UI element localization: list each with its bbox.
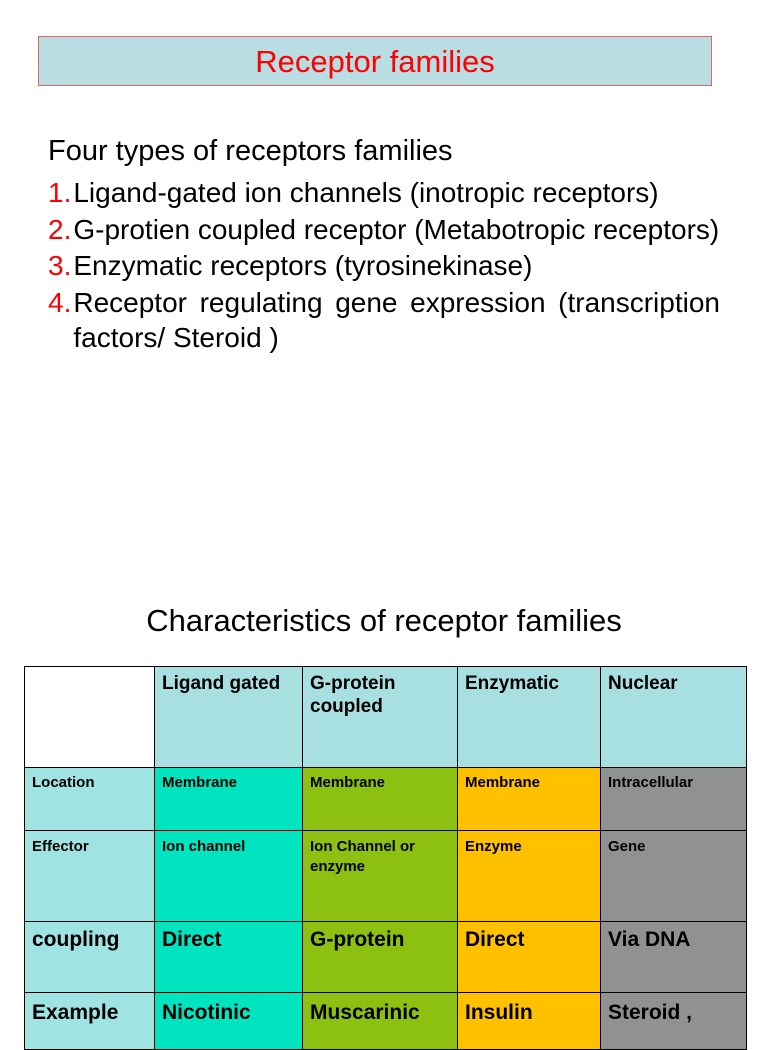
slide-title-banner: Receptor families xyxy=(38,36,712,86)
cell-example-nuclear: Steroid , xyxy=(600,992,747,1050)
list-item: 2. G-protien coupled receptor (Metabotro… xyxy=(48,212,720,248)
row-label-example: Example xyxy=(24,992,155,1050)
slide-root: Receptor families Four types of receptor… xyxy=(24,36,747,1050)
list-item-number: 4. xyxy=(48,286,72,318)
list-item-label: Receptor regulating gene expression (tra… xyxy=(73,286,720,354)
cell-effector-ligand: Ion channel xyxy=(154,830,303,922)
characteristics-table: Ligand gated G-protein coupled Enzymatic… xyxy=(24,666,747,1050)
cell-coupling-gprotein: G-protein xyxy=(302,921,458,993)
intro-heading: Four types of receptors families xyxy=(48,135,453,167)
cell-example-gprotein: Muscarinic xyxy=(302,992,458,1050)
table-row: Location Membrane Membrane Membrane Intr… xyxy=(24,767,747,831)
list-item-label: G-protien coupled receptor (Metabotropic… xyxy=(73,213,720,245)
cell-location-gprotein: Membrane xyxy=(302,767,458,831)
table-header-cell-ligand: Ligand gated xyxy=(154,666,303,768)
table-row: coupling Direct G-protein Direct Via DNA xyxy=(24,921,747,993)
cell-coupling-enzymatic: Direct xyxy=(457,921,601,993)
list-item-label: Enzymatic receptors (tyrosinekinase) xyxy=(73,250,533,282)
table-row: Effector Ion channel Ion Channel or enzy… xyxy=(24,830,747,922)
section-heading: Characteristics of receptor families xyxy=(146,603,622,638)
table-row: Example Nicotinic Muscarinic Insulin Ste… xyxy=(24,992,747,1050)
list-item-number: 1. xyxy=(48,177,72,209)
cell-location-ligand: Membrane xyxy=(154,767,303,831)
list-item-number: 3. xyxy=(48,250,72,282)
list-item: 3. Enzymatic receptors (tyrosinekinase) xyxy=(48,248,720,284)
cell-example-enzymatic: Insulin xyxy=(457,992,601,1050)
row-label-location: Location xyxy=(24,767,155,831)
cell-effector-enzymatic: Enzyme xyxy=(457,830,601,922)
characteristics-table-wrap: Ligand gated G-protein coupled Enzymatic… xyxy=(24,666,747,1050)
table-header-cell-corner xyxy=(24,666,155,768)
cell-location-enzymatic: Membrane xyxy=(457,767,601,831)
table-header-cell-nuclear: Nuclear xyxy=(600,666,747,768)
page-title: Receptor families xyxy=(255,43,495,79)
row-label-coupling: coupling xyxy=(24,921,155,993)
table-header-cell-gprotein: G-protein coupled xyxy=(302,666,458,768)
list-item-label: Ligand-gated ion channels (inotropic rec… xyxy=(73,177,659,209)
cell-effector-nuclear: Gene xyxy=(600,830,747,922)
intro-block: Four types of receptors families 1. Liga… xyxy=(48,133,720,357)
list-item: 4. Receptor regulating gene expression (… xyxy=(48,285,720,356)
cell-coupling-ligand: Direct xyxy=(154,921,303,993)
cell-example-ligand: Nicotinic xyxy=(154,992,303,1050)
row-label-effector: Effector xyxy=(24,830,155,922)
cell-location-nuclear: Intracellular xyxy=(600,767,747,831)
cell-coupling-nuclear: Via DNA xyxy=(600,921,747,993)
table-header-cell-enzymatic: Enzymatic xyxy=(457,666,601,768)
list-item: 1. Ligand-gated ion channels (inotropic … xyxy=(48,175,720,211)
list-item-number: 2. xyxy=(48,213,72,245)
cell-effector-gprotein: Ion Channel or enzyme xyxy=(302,830,458,922)
table-header-row: Ligand gated G-protein coupled Enzymatic… xyxy=(24,666,747,768)
